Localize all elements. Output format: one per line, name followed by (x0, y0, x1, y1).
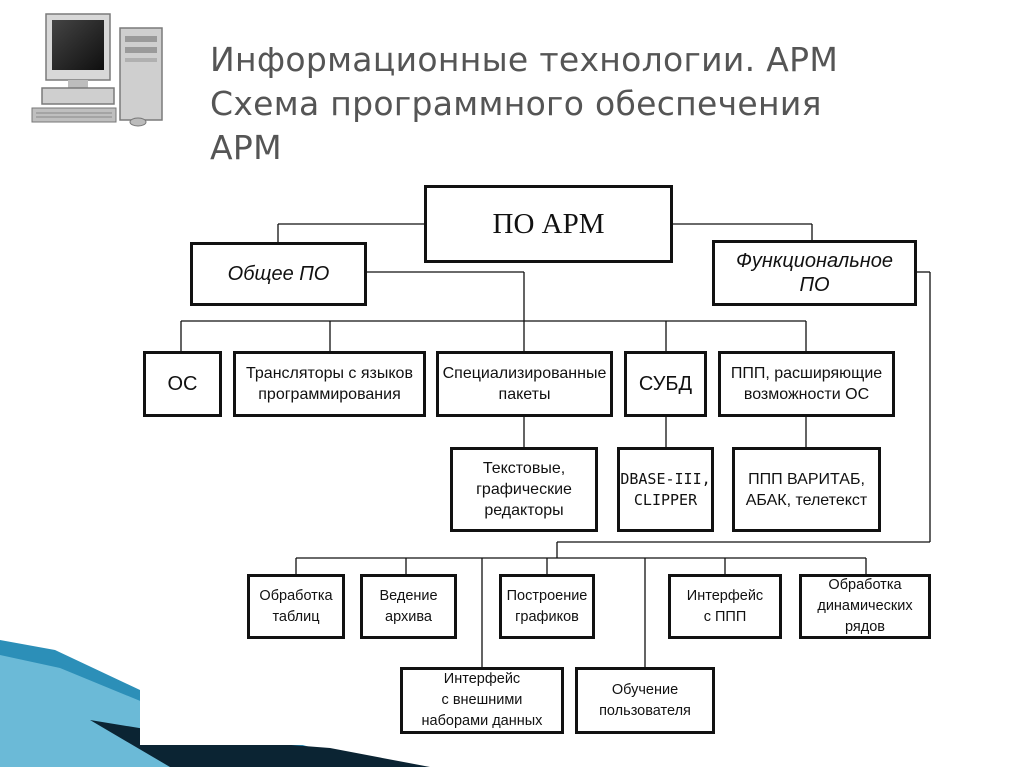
title-line-2: Схема программного обеспечения (210, 84, 822, 123)
general-software-node: Общее ПО (190, 242, 367, 306)
varitab-label: ППП ВАРИТАБ, АБАК, телетекст (745, 470, 868, 509)
dynamic-series-label: Обработка динамических рядов (817, 577, 913, 635)
translators-node: Трансляторы с языков программирования (233, 351, 426, 417)
graphs-label: Построение графиков (506, 587, 588, 625)
functional-software-label: Функциональное ПО (736, 250, 893, 296)
general-software-label: Общее ПО (227, 262, 330, 285)
os-label: ОС (167, 373, 198, 395)
tables-label: Обработка таблиц (259, 587, 333, 625)
user-training-label: Обучение пользователя (599, 681, 691, 719)
computer-icon (31, 13, 163, 127)
ppp-interface-node: Интерфейс с ППП (668, 574, 782, 639)
editors-label: Текстовые, графические редакторы (476, 460, 572, 519)
special-packages-label: Специализированные пакеты (442, 365, 607, 403)
title-line-1: Информационные технологии. АРМ (210, 40, 839, 79)
root-node-label: ПО АРМ (492, 207, 605, 240)
dbms-label: СУБД (638, 373, 693, 395)
ppp-interface-label: Интерфейс с ППП (686, 587, 764, 625)
editors-node: Текстовые, графические редакторы (450, 447, 598, 532)
archive-node: Ведение архива (360, 574, 457, 639)
os-node: ОС (143, 351, 222, 417)
tables-node: Обработка таблиц (247, 574, 345, 639)
dynamic-series-node: Обработка динамических рядов (799, 574, 931, 639)
graphs-node: Построение графиков (499, 574, 595, 639)
ppp-extensions-node: ППП, расширяющие возможности ОС (718, 351, 895, 417)
special-packages-node: Специализированные пакеты (436, 351, 613, 417)
root-node: ПО АРМ (424, 185, 673, 263)
data-interface-label: Интерфейс с внешними наборами данных (421, 671, 543, 729)
dbase-label: DBASE-III, CLIPPER (620, 469, 711, 509)
functional-software-node: Функциональное ПО (712, 240, 917, 306)
slide-title: Информационные технологии. АРМ Схема про… (210, 38, 990, 170)
user-training-node: Обучение пользователя (575, 667, 715, 734)
translators-label: Трансляторы с языков программирования (246, 365, 413, 403)
title-line-3: АРМ (210, 128, 282, 167)
data-interface-node: Интерфейс с внешними наборами данных (400, 667, 564, 734)
ppp-extensions-label: ППП, расширяющие возможности ОС (730, 365, 883, 403)
dbms-node: СУБД (624, 351, 707, 417)
archive-label: Ведение архива (379, 587, 438, 625)
varitab-node: ППП ВАРИТАБ, АБАК, телетекст (732, 447, 881, 532)
dbase-node: DBASE-III, CLIPPER (617, 447, 714, 532)
